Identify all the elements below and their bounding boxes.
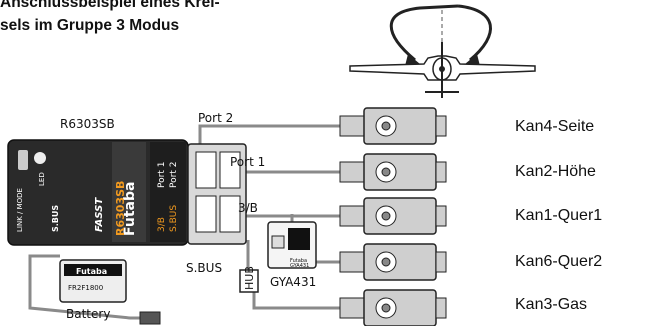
receiver-link-label: LINK / MODE	[16, 188, 24, 232]
servo-kan2	[339, 153, 447, 191]
wire-battery	[28, 254, 140, 320]
receiver-led-label: LED	[38, 172, 46, 186]
battery-brand: Futaba	[76, 267, 107, 276]
gyro-brand: Futaba	[290, 258, 307, 264]
servo-kan3	[339, 289, 447, 326]
channel-label-kan3: Kan3-Gas	[515, 296, 588, 313]
label-battery: Battery	[66, 307, 110, 321]
wire-hub-gas	[252, 290, 340, 310]
receiver-port-1: Port 1	[157, 162, 167, 188]
gyro-unit	[267, 221, 317, 269]
receiver-fasst-logo: FASST	[94, 197, 105, 232]
battery-pack	[59, 259, 127, 303]
hub-unit	[239, 269, 259, 293]
receiver	[7, 139, 189, 246]
channel-label-kan1: Kan1-Quer1	[515, 207, 603, 224]
title-line-2: sels im Gruppe 3 Modus	[0, 17, 180, 34]
port-connector	[187, 143, 247, 245]
label-3b: 3/B	[238, 201, 258, 215]
yaw-rotation-icon	[389, 4, 492, 98]
label-hub: HUB	[243, 266, 256, 290]
battery-model: FR2F1800	[68, 284, 103, 292]
receiver-name: R6303SB	[114, 181, 127, 236]
battery-connector	[139, 311, 161, 325]
servo-kan1	[339, 197, 447, 235]
label-gyro: GYA431	[270, 275, 316, 289]
label-port-1: Port 1	[230, 155, 265, 169]
receiver-port-3b: 3/B	[157, 217, 167, 232]
servos	[339, 107, 447, 326]
label-sbus: S.BUS	[186, 261, 222, 275]
channel-label-kan6: Kan6-Quer2	[515, 253, 603, 270]
wire-port2	[198, 124, 340, 150]
channel-label-kan4: Kan4-Seite	[515, 118, 595, 135]
airplane-icon	[349, 42, 536, 98]
receiver-brand: Futaba	[122, 182, 138, 236]
channel-label-kan2: Kan2-Höhe	[515, 163, 596, 180]
gyro-model-print: GYA431	[290, 263, 309, 269]
servo-kan4	[339, 107, 447, 145]
receiver-port-sbus: S.BUS	[169, 205, 179, 232]
receiver-port-2: Port 2	[169, 162, 179, 188]
receiver-model-label: R6303SB	[60, 117, 115, 131]
servo-kan6	[339, 243, 447, 281]
receiver-sbus-logo: S.BUS	[51, 205, 60, 232]
title-line-1: Anschlussbeispiel eines Krei-	[0, 0, 220, 11]
label-port-2: Port 2	[198, 111, 233, 125]
